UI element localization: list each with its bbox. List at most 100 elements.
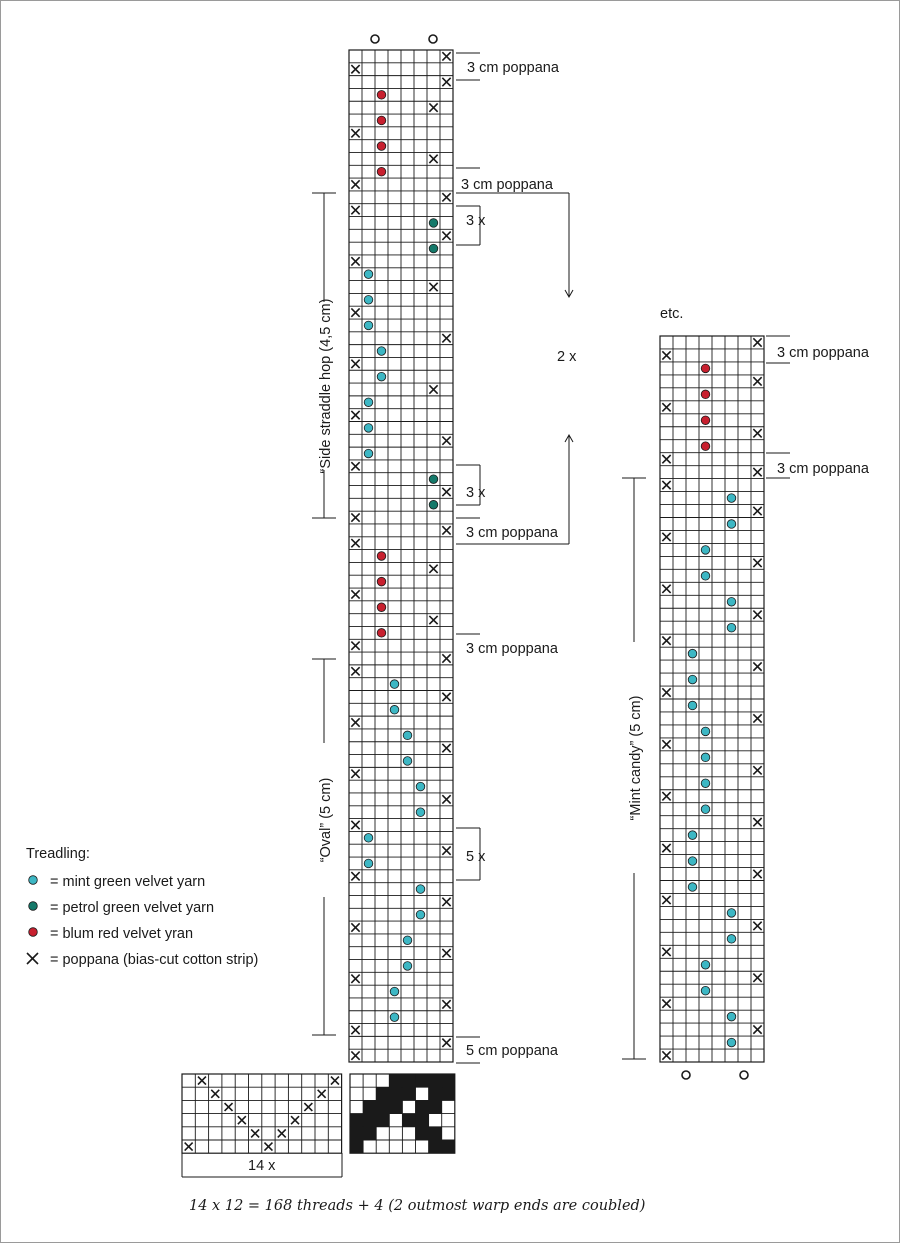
red-dot [376, 141, 387, 151]
left-annotation-lines [312, 52, 574, 1064]
poppana-x-mark [441, 692, 452, 702]
poppana-label: 3 cm poppana [466, 525, 559, 541]
tie-up-cell [376, 1087, 390, 1101]
poppana-x-mark [277, 1128, 287, 1138]
red-dot [376, 115, 387, 126]
legend-item-petrol: = petrol green velvet yarn [50, 900, 214, 916]
poppana-x-mark [752, 921, 763, 931]
tie-up-grid [349, 1073, 456, 1154]
mint-dot [687, 648, 698, 659]
mint-dot [700, 960, 711, 970]
tie-up-cell [350, 1140, 364, 1154]
mint-dot [376, 371, 387, 382]
poppana-x-mark [350, 64, 361, 74]
mint-dot [726, 934, 737, 944]
poppana-x-mark [330, 1076, 340, 1086]
legend-title: Treadling: [26, 846, 90, 862]
mint-dot [726, 493, 737, 503]
poppana-x-mark [661, 480, 672, 490]
poppana-x-mark [350, 205, 361, 215]
right-annotation-lines [622, 335, 790, 1060]
poppana-x-mark [350, 974, 361, 984]
mint-dot [363, 833, 374, 843]
mint-dot [389, 986, 400, 997]
petrol-dot [428, 218, 439, 228]
threading-grid [181, 1073, 343, 1154]
poppana-label-bottom: 5 cm poppana [466, 1043, 559, 1059]
guide-circle [370, 34, 380, 44]
mint-dot [726, 622, 737, 633]
tie-up-cell [402, 1074, 416, 1088]
poppana-x-mark [428, 154, 439, 164]
tie-up-cell [389, 1087, 403, 1101]
poppana-x-mark [661, 532, 672, 542]
mint-dot [700, 752, 711, 763]
mint-dot [363, 448, 374, 459]
mint-dot [700, 545, 711, 555]
poppana-x-mark [661, 998, 672, 1009]
tie-up-cell [389, 1074, 403, 1088]
poppana-x-mark [661, 1050, 672, 1061]
poppana-x-mark [350, 666, 361, 677]
poppana-x-mark [752, 765, 763, 776]
red-dot [376, 90, 387, 100]
poppana-x-mark [752, 467, 763, 477]
side-label-mint-candy: “Mint candy” (5 cm) [628, 696, 644, 821]
threading-repeat-bracket [181, 1153, 343, 1178]
poppana-x-mark [428, 282, 439, 292]
guide-circle [681, 1070, 691, 1080]
tie-up-cell [363, 1126, 377, 1140]
poppana-x-mark [441, 231, 452, 241]
poppana-label: 3 cm poppana [461, 177, 554, 193]
mint-dot [363, 423, 374, 433]
poppana-x-mark [441, 435, 452, 446]
poppana-x-mark [661, 791, 672, 801]
mint-dot [415, 909, 426, 920]
mint-dot [726, 597, 737, 607]
poppana-label: 3 cm poppana [466, 641, 559, 657]
poppana-x-mark [350, 179, 361, 190]
poppana-x-mark [441, 51, 452, 62]
left-treadling-grid [348, 49, 454, 1063]
mint-dot [415, 884, 426, 894]
poppana-x-mark [752, 558, 763, 568]
poppana-x-mark [752, 973, 763, 983]
poppana-x-mark [428, 384, 439, 395]
poppana-x-mark [223, 1102, 234, 1112]
poppana-label-top: 3 cm poppana [467, 60, 560, 76]
tie-up-cell [350, 1126, 364, 1140]
poppana-x-mark [752, 506, 763, 516]
poppana-x-mark [350, 256, 361, 267]
x-mark-icon [26, 952, 39, 965]
poppana-x-mark [350, 922, 361, 933]
poppana-x-mark [441, 333, 452, 343]
mint-dot [687, 700, 698, 711]
petrol-dot [428, 474, 439, 484]
poppana-x-mark [661, 350, 672, 361]
poppana-x-mark [441, 743, 452, 753]
poppana-x-mark [350, 820, 361, 830]
tie-up-cell [402, 1087, 416, 1101]
poppana-x-mark [184, 1142, 194, 1152]
poppana-x-mark [350, 589, 361, 600]
poppana-label: 3 cm poppana [777, 461, 870, 477]
poppana-x-mark [350, 871, 361, 881]
tie-up-cell [428, 1126, 442, 1140]
mint-dot [363, 269, 374, 279]
legend-item-poppana: = poppana (bias-cut cotton strip) [50, 952, 258, 968]
poppana-x-mark [661, 454, 672, 464]
poppana-label: 3 cm poppana [777, 345, 870, 361]
poppana-x-mark [441, 999, 452, 1010]
poppana-x-mark [661, 402, 672, 413]
mint-dot [363, 295, 374, 305]
guide-circle [739, 1070, 749, 1080]
mint-dot [726, 908, 737, 918]
poppana-x-mark [303, 1102, 313, 1112]
mint-dot [363, 397, 374, 407]
mint-dot [700, 726, 711, 737]
side-label-oval: “Oval” (5 cm) [318, 778, 334, 863]
poppana-x-mark [350, 538, 361, 548]
poppana-x-mark [317, 1089, 327, 1099]
poppana-x-mark [428, 615, 439, 625]
poppana-x-mark [441, 845, 452, 856]
